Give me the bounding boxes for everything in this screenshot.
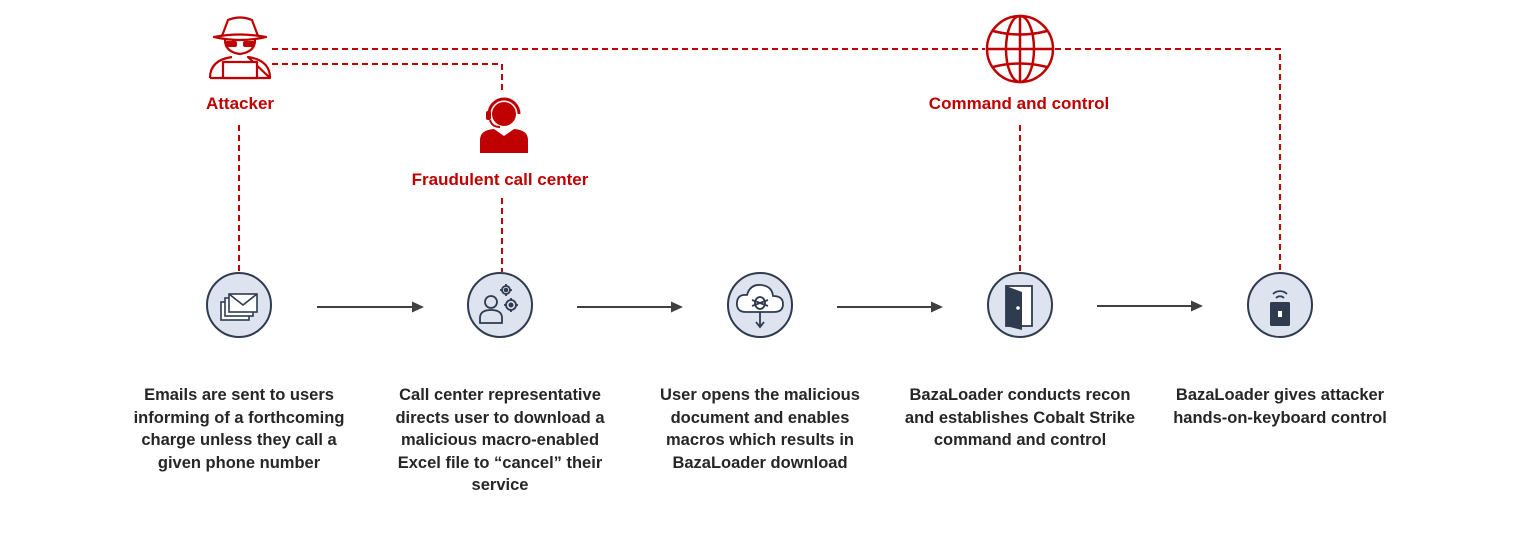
step-2-text: Call center representative directs user …	[395, 386, 605, 494]
email-stack-icon	[220, 293, 258, 321]
cloud-bug-download-icon	[736, 284, 784, 329]
arrow-1-to-2	[317, 301, 424, 313]
user-gears-icon	[479, 284, 518, 324]
arrow-4-to-5	[1097, 300, 1203, 312]
globe-icon	[985, 14, 1055, 84]
step-3-text: User opens the malicious document and en…	[660, 386, 860, 472]
attacker-label: Attacker	[205, 94, 275, 113]
step-1-text: Emails are sent to users informing of a …	[133, 386, 345, 472]
step-4-text: BazaLoader conducts recon and establishe…	[904, 386, 1136, 449]
arrow-2-to-3	[577, 301, 683, 313]
attacker-icon	[208, 16, 272, 80]
remote-device-icon	[1270, 290, 1290, 326]
call-center-label: Fraudulent call center	[411, 170, 589, 189]
flow-arrows	[317, 300, 1203, 313]
call-agent-icon	[480, 97, 528, 153]
step-2-circle	[467, 272, 533, 338]
step-5-text: BazaLoader gives attacker hands-on-keybo…	[1173, 386, 1387, 427]
attacker-to-callcenter-line	[272, 63, 503, 92]
command-and-control-label: Command and control	[928, 94, 1110, 113]
arrow-3-to-4	[837, 301, 943, 313]
c2-to-step5-line	[1055, 48, 1281, 272]
dashed-connectors	[238, 48, 1281, 272]
open-door-icon	[1005, 285, 1033, 330]
